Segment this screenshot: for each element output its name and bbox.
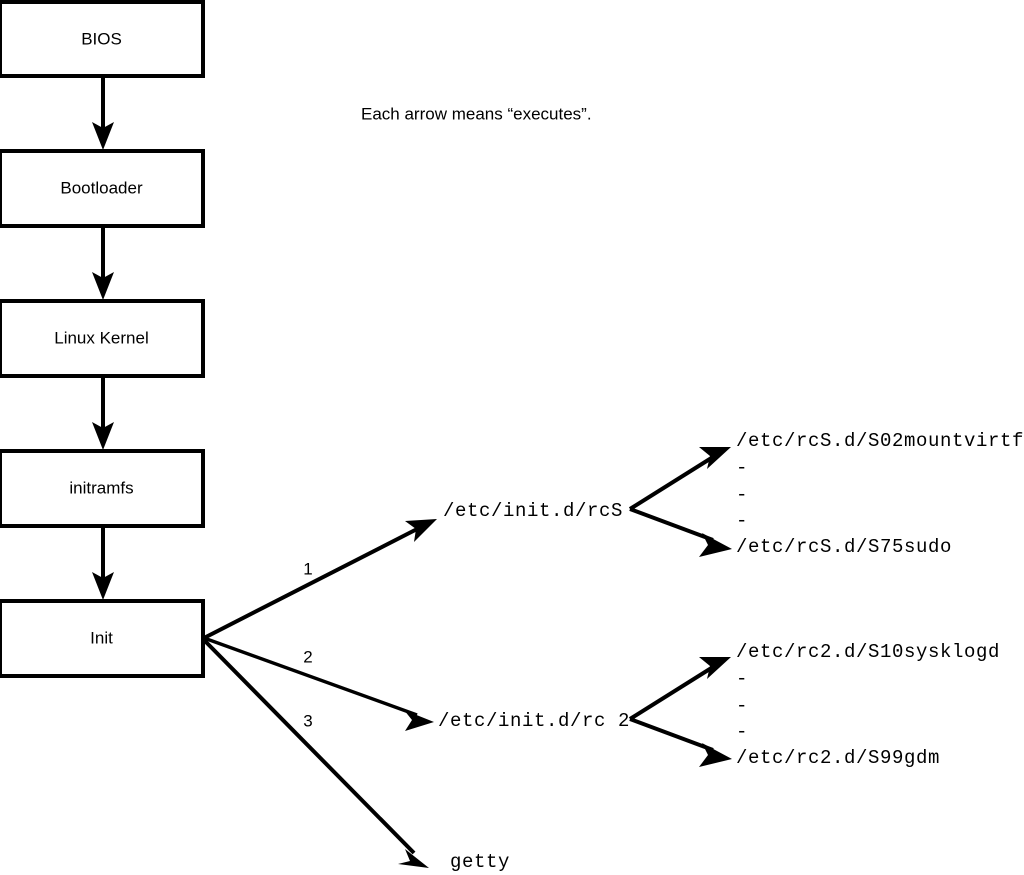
rc2-child-first[interactable]: /etc/rc2.d/S10sysklogd (736, 641, 1000, 663)
rcs-ellipsis-dash-1: - (736, 457, 747, 479)
arrowhead-icon (699, 657, 731, 679)
arrowhead-icon (405, 519, 437, 542)
arrow-rcs-to-last-script (629, 507, 732, 557)
bootloader-box[interactable] (0, 149, 205, 228)
arrowhead-icon (92, 272, 114, 300)
init-box[interactable] (0, 599, 205, 678)
arrowhead-icon (699, 743, 732, 767)
arrow-rc2-to-last-script (629, 717, 732, 767)
arrowhead-icon (92, 122, 114, 150)
rcs-child-last[interactable]: /etc/rcS.d/S75sudo (736, 536, 952, 558)
arrow-bootloader-to-kernel (92, 226, 114, 300)
initramfs-box[interactable] (0, 449, 205, 528)
node-init[interactable]: Init (0, 599, 205, 678)
arrowhead-icon (699, 447, 731, 469)
rc2-ellipsis-dash-3: - (736, 721, 747, 743)
diagram-caption: Each arrow means “executes”. (361, 104, 592, 123)
rc2-ellipsis-dash-1: - (736, 668, 747, 690)
arrow-init-to-rcs (203, 519, 437, 640)
edge-number-1: 1 (303, 559, 312, 578)
arrow-bios-to-bootloader (92, 76, 114, 150)
script-label-rcs[interactable]: /etc/init.d/rcS (443, 500, 623, 522)
arrowhead-icon (398, 849, 429, 868)
script-label-getty[interactable]: getty (450, 851, 510, 873)
linux-kernel-label: Linux Kernel (54, 328, 149, 347)
arrowhead-icon (92, 422, 114, 450)
arrowhead-icon (92, 572, 114, 600)
edge-number-3: 3 (303, 711, 312, 730)
rc2-child-last[interactable]: /etc/rc2.d/S99gdm (736, 747, 940, 769)
bios-label: BIOS (81, 29, 122, 48)
rcs-child-first[interactable]: /etc/rcS.d/S02mountvirtfs (736, 430, 1024, 452)
arrow-init-to-rc2 (203, 636, 434, 731)
arrowhead-icon (699, 533, 732, 557)
rc2-ellipsis-dash-2: - (736, 695, 747, 717)
script-label-rc2[interactable]: /etc/init.d/rc 2 (438, 710, 630, 732)
bios-box[interactable] (0, 0, 205, 78)
init-label: Init (90, 628, 113, 647)
node-bios[interactable]: BIOS (0, 0, 205, 78)
linux-kernel-box[interactable] (0, 299, 205, 378)
rcs-ellipsis-dash-2: - (736, 484, 747, 506)
arrow-initramfs-to-init (92, 526, 114, 600)
node-bootloader[interactable]: Bootloader (0, 149, 205, 228)
arrowhead-icon (404, 710, 434, 731)
node-linux-kernel[interactable]: Linux Kernel (0, 299, 205, 378)
arrow-rcs-to-first-script (628, 447, 731, 511)
initramfs-label: initramfs (69, 478, 133, 497)
bootloader-label: Bootloader (60, 178, 143, 197)
arrow-kernel-to-initramfs (92, 376, 114, 450)
node-initramfs[interactable]: initramfs (0, 449, 205, 528)
edge-number-2: 2 (303, 647, 312, 666)
arrow-rc2-to-first-script (628, 657, 731, 721)
rcs-ellipsis-dash-3: - (736, 510, 747, 532)
arrow-init-to-getty (202, 638, 429, 868)
